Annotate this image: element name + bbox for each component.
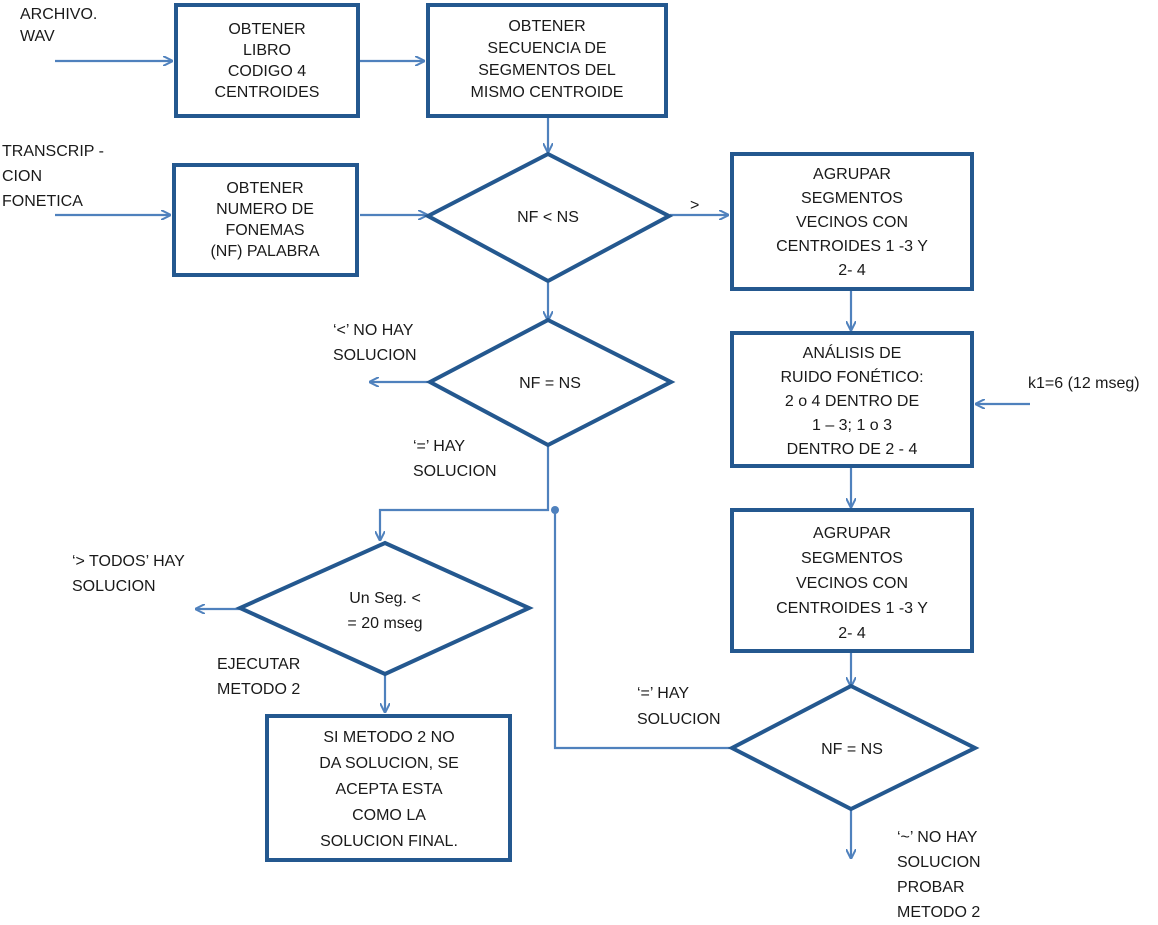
- node-agrupar2-text-line-1: AGRUPAR: [813, 525, 891, 542]
- decision-2-text: NF = NS: [519, 375, 581, 392]
- node-agrupar1-text-line-5: 2- 4: [838, 262, 866, 279]
- node-analisis-text-line-4: 1 – 3; 1 o 3: [812, 417, 892, 434]
- node-obtener-libro: [174, 3, 360, 118]
- node-metodo-text: SI METODO 2 NO DA SOLUCION, SE ACEPTA ESTA…: [319, 729, 459, 850]
- node-numero-text: OBTENER NUMERO DE FONEMAS (NF) PALABRA: [210, 180, 319, 260]
- label-k1: k1=6 (12 mseg): [1028, 375, 1140, 392]
- label-lt-no-solucion-line-1: ‘<’ NO HAY: [333, 322, 414, 339]
- line-dec4-to-junction: [553, 510, 732, 750]
- label-eq-hay-solucion-line-1: ‘=’ HAY: [413, 438, 465, 455]
- node-agrupar2-text-line-5: 2- 4: [838, 625, 866, 642]
- decision-nf-eq-ns-1: [425, 317, 676, 448]
- label-no-hay-solucion-line-2: SOLUCION: [897, 854, 981, 871]
- node-metodo-text-line-1: SI METODO 2 NO: [323, 729, 454, 746]
- decision-un-seg: [235, 540, 534, 677]
- node-metodo-text-line-2: DA SOLUCION, SE: [319, 755, 459, 772]
- label-archivo-line-2: WAV: [20, 28, 55, 45]
- decision-4-text: NF = NS: [821, 741, 883, 758]
- node-agrupar-2: [730, 508, 974, 653]
- label-transcripcion-line-3: FONETICA: [2, 193, 83, 210]
- node-secuencia-text-line-2: SECUENCIA DE: [487, 40, 606, 57]
- node-secuencia-text-line-3: SEGMENTOS DEL: [478, 62, 616, 79]
- decision-4-text-line-1: NF = NS: [821, 741, 883, 758]
- node-agrupar2-text-line-2: SEGMENTOS: [801, 550, 903, 567]
- label-gt: >: [690, 197, 699, 214]
- label-eq-hay-solucion-2: ‘=’ HAY SOLUCION: [637, 685, 721, 728]
- label-ejecutar-metodo: EJECUTAR METODO 2: [217, 656, 300, 698]
- node-metodo-final: [265, 714, 512, 862]
- boxes: [172, 3, 974, 862]
- decisions: [235, 151, 980, 812]
- node-secuencia-text: OBTENER SECUENCIA DE SEGMENTOS DEL MISMO CE…: [471, 18, 624, 101]
- decision-3-text-line-1: Un Seg. <: [349, 590, 421, 607]
- label-no-hay-solucion-line-1: ‘~’ NO HAY: [897, 829, 978, 846]
- node-agrupar-1: [730, 152, 974, 291]
- node-metodo-text-line-4: COMO LA: [352, 807, 426, 824]
- label-archivo: ARCHIVO. WAV: [20, 6, 97, 45]
- label-todos-hay-solucion-line-1: ‘> TODOS’ HAY: [72, 553, 185, 570]
- node-numero-text-line-4: (NF) PALABRA: [210, 243, 319, 260]
- node-obtener-secuencia: [426, 3, 668, 118]
- label-archivo-line-1: ARCHIVO.: [20, 6, 97, 23]
- label-eq-hay-solucion-2-line-1: ‘=’ HAY: [637, 685, 689, 702]
- node-numero-text-line-2: NUMERO DE: [216, 201, 314, 218]
- label-ejecutar-metodo-line-1: EJECUTAR: [217, 656, 300, 673]
- node-analisis-text-line-1: ANÁLISIS DE: [803, 343, 902, 362]
- label-gt-line-1: >: [690, 197, 699, 214]
- label-no-hay-solucion: ‘~’ NO HAY SOLUCION PROBAR METODO 2: [897, 829, 981, 921]
- line-dec2-to-junction: [380, 445, 550, 540]
- label-todos-hay-solucion: ‘> TODOS’ HAY SOLUCION: [72, 553, 185, 595]
- label-transcripcion-line-2: CION: [2, 168, 42, 185]
- node-numero-text-line-3: FONEMAS: [225, 222, 304, 239]
- node-analisis-text-line-5: DENTRO DE 2 - 4: [787, 441, 918, 458]
- decision-1-text: NF < NS: [517, 209, 579, 226]
- node-libro-text: OBTENER LIBRO CODIGO 4 CENTROIDES: [215, 21, 320, 101]
- label-transcripcion: TRANSCRIP - CION FONETICA: [2, 143, 104, 210]
- node-analisis-text-line-2: RUIDO FONÉTICO:: [780, 367, 923, 386]
- node-numero-text-line-1: OBTENER: [226, 180, 303, 197]
- node-analisis-ruido: [730, 331, 974, 468]
- node-analisis-text-line-3: 2 o 4 DENTRO DE: [785, 393, 919, 410]
- node-agrupar1-text-line-1: AGRUPAR: [813, 166, 891, 183]
- node-agrupar1-text: AGRUPAR SEGMENTOS VECINOS CON CENTROIDES 1 …: [776, 166, 928, 279]
- node-libro-text-line-1: OBTENER: [228, 21, 305, 38]
- label-no-hay-solucion-line-4: METODO 2: [897, 904, 980, 921]
- node-agrupar2-text-line-3: VECINOS CON: [796, 575, 908, 592]
- decision-2-text-line-1: NF = NS: [519, 375, 581, 392]
- decision-nf-eq-ns-2: [727, 683, 980, 812]
- decision-3-text-line-2: = 20 mseg: [347, 615, 422, 632]
- node-metodo-text-line-5: SOLUCION FINAL.: [320, 833, 458, 850]
- node-obtener-numero: [172, 163, 359, 277]
- label-no-hay-solucion-line-3: PROBAR: [897, 879, 965, 896]
- node-agrupar1-text-line-2: SEGMENTOS: [801, 190, 903, 207]
- node-libro-text-line-2: LIBRO: [243, 42, 291, 59]
- node-agrupar2-text: AGRUPAR SEGMENTOS VECINOS CON CENTROIDES 1 …: [776, 525, 928, 642]
- label-lt-no-solucion: ‘<’ NO HAY SOLUCION: [333, 322, 417, 364]
- decision-1-text-line-1: NF < NS: [517, 209, 579, 226]
- connectors: [55, 61, 1030, 858]
- label-transcripcion-line-1: TRANSCRIP -: [2, 143, 104, 160]
- label-k1-line-1: k1=6 (12 mseg): [1028, 375, 1140, 392]
- label-lt-no-solucion-line-2: SOLUCION: [333, 347, 417, 364]
- label-eq-hay-solucion-line-2: SOLUCION: [413, 463, 497, 480]
- node-agrupar1-text-line-3: VECINOS CON: [796, 214, 908, 231]
- node-libro-text-line-4: CENTROIDES: [215, 84, 320, 101]
- label-eq-hay-solucion: ‘=’ HAY SOLUCION: [413, 438, 497, 480]
- label-ejecutar-metodo-line-2: METODO 2: [217, 681, 300, 698]
- node-agrupar1-text-line-4: CENTROIDES 1 -3 Y: [776, 238, 928, 255]
- decision-3-text: Un Seg. < = 20 mseg: [347, 590, 422, 632]
- decision-nf-lt-ns: [423, 151, 674, 284]
- node-agrupar2-text-line-4: CENTROIDES 1 -3 Y: [776, 600, 928, 617]
- label-eq-hay-solucion-2-line-2: SOLUCION: [637, 711, 721, 728]
- node-metodo-text-line-3: ACEPTA ESTA: [336, 781, 443, 798]
- node-secuencia-text-line-4: MISMO CENTROIDE: [471, 84, 624, 101]
- node-libro-text-line-3: CODIGO 4: [228, 63, 306, 80]
- node-analisis-text: ANÁLISIS DE RUIDO FONÉTICO: 2 o 4 DENTRO D…: [780, 343, 923, 458]
- label-todos-hay-solucion-line-2: SOLUCION: [72, 578, 156, 595]
- node-secuencia-text-line-1: OBTENER: [508, 18, 585, 35]
